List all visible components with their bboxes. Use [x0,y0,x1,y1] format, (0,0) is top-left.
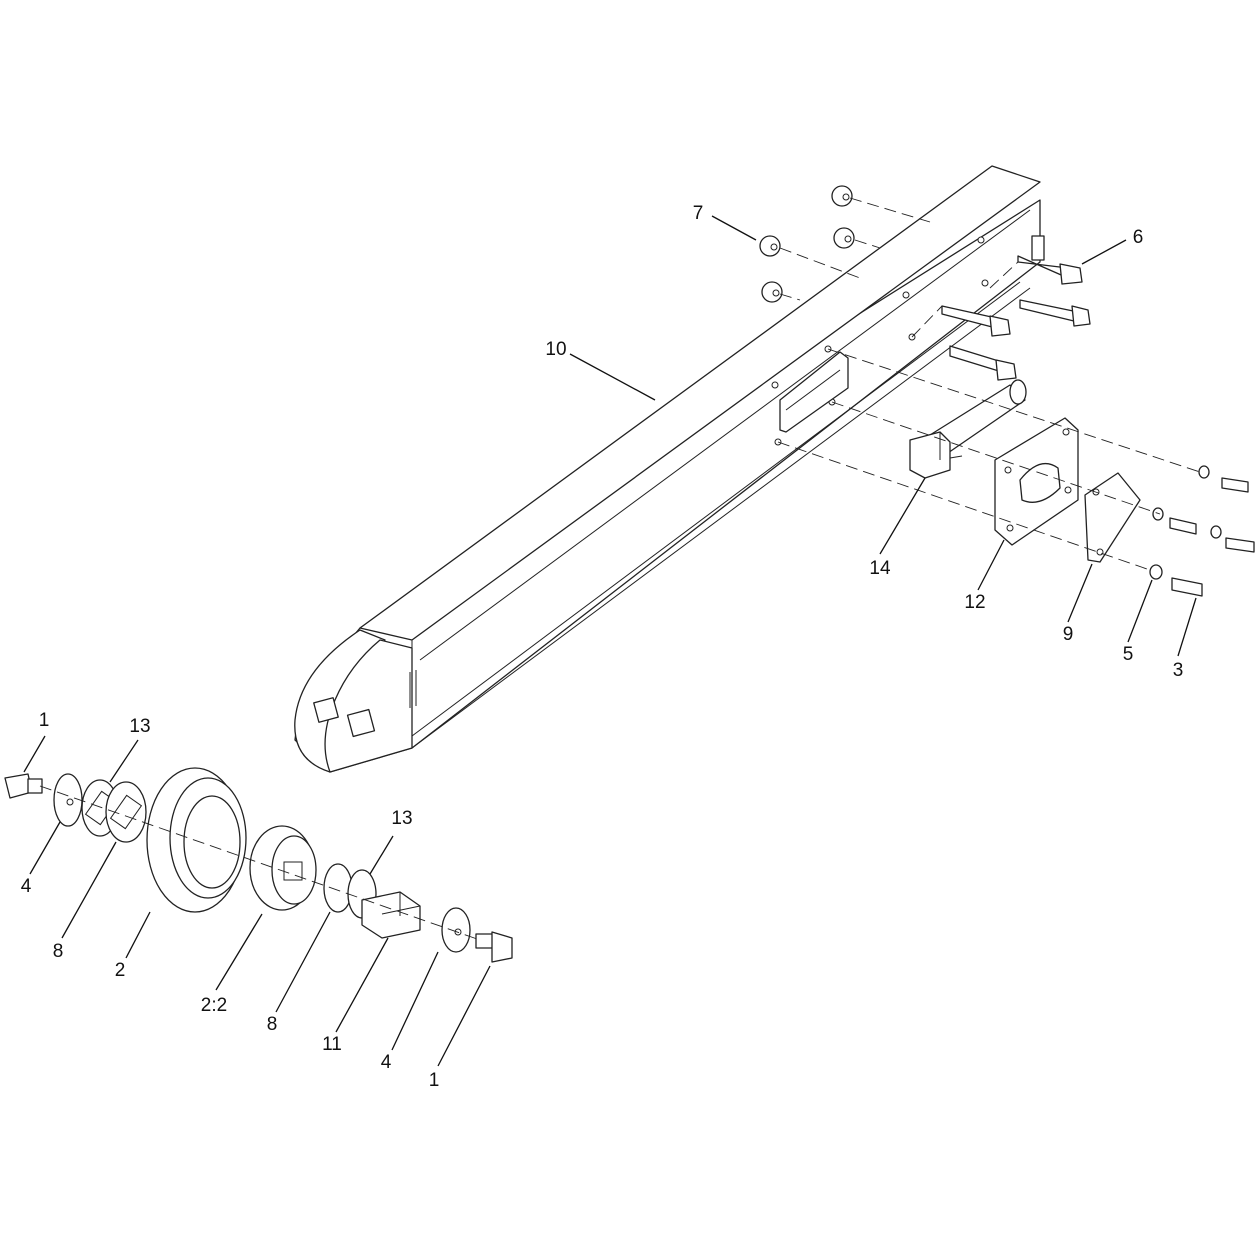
callout-1-right: 1 [429,1070,440,1091]
assembly-lines [777,197,1201,571]
callout-4-right: 4 [381,1052,392,1073]
callout-8-right: 8 [267,1014,278,1035]
cover-plate [1084,472,1141,563]
cylinder-actuator [909,379,1027,479]
callout-11: 11 [322,1034,342,1055]
arm-assembly [294,165,1045,773]
callout-14: 14 [869,558,891,579]
callout-6: 6 [1133,227,1144,248]
callout-1-left: 1 [39,710,50,731]
callout-13-right: 13 [391,808,412,829]
callout-12: 12 [964,592,985,613]
callout-10: 10 [545,339,566,360]
callout-2: 2 [115,960,126,981]
flange-nuts [759,185,855,303]
callout-2-2: 2:2 [201,995,227,1016]
callout-5: 5 [1123,644,1134,665]
leader-lines [23,215,1197,1067]
wheel-assembly [4,767,513,963]
callout-8-left: 8 [53,941,64,962]
callout-7: 7 [693,203,704,224]
callout-3: 3 [1173,660,1184,681]
bolts-long [941,255,1091,381]
callout-13-left: 13 [129,716,150,737]
callout-4-left: 4 [21,876,32,897]
callout-9: 9 [1063,624,1074,645]
small-bolts [1149,465,1255,597]
mounting-plate [994,417,1079,546]
callout-labels: 1 13 4 8 2 2:2 13 8 11 4 1 7 6 10 14 12 … [21,203,1184,1091]
